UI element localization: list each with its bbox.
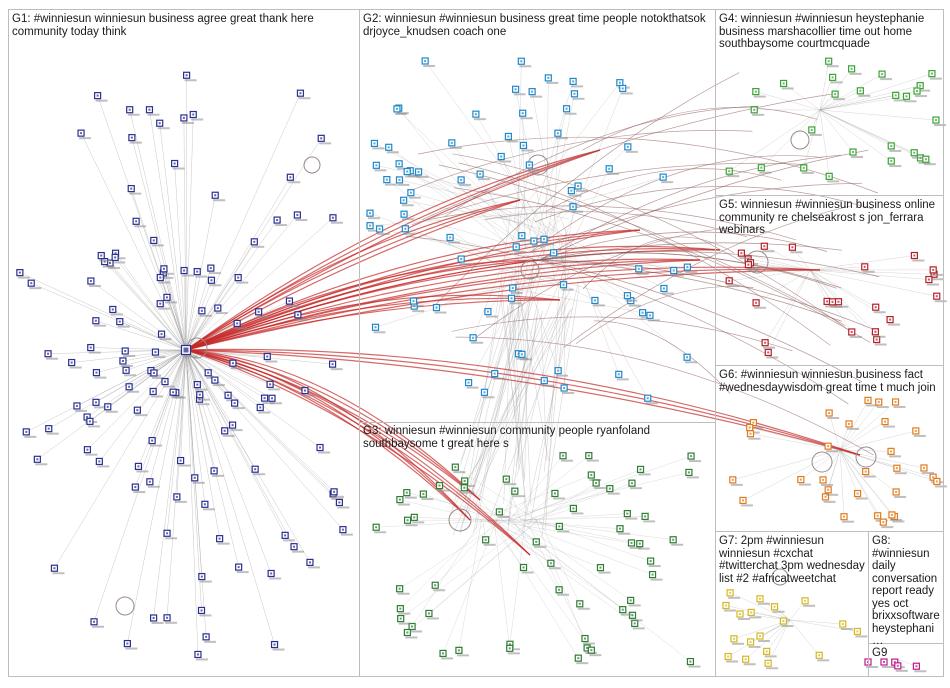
node-layer bbox=[16, 57, 947, 673]
group-label-g1: G1: #winniesun winniesun business agree … bbox=[12, 13, 314, 38]
group-label-g3: G3: winniesun #winniesun community peopl… bbox=[363, 425, 651, 450]
group-label-g5: G5: winniesun #winniesun business online… bbox=[719, 199, 936, 236]
group-label-g8: G8: #winniesun daily conversation report… bbox=[872, 535, 940, 647]
group-label-g6: G6: #winniesun winniesun business fact #… bbox=[719, 369, 936, 394]
group-label-g7: G7: 2pm #winniesun winniesun #cxchat #tw… bbox=[719, 535, 865, 585]
group-label-g4: G4: winniesun #winniesun heystephanie bu… bbox=[719, 13, 925, 50]
group-label-g2: G2: winniesun #winniesun business great … bbox=[363, 13, 706, 38]
group-label-g9: G9 bbox=[872, 647, 888, 659]
